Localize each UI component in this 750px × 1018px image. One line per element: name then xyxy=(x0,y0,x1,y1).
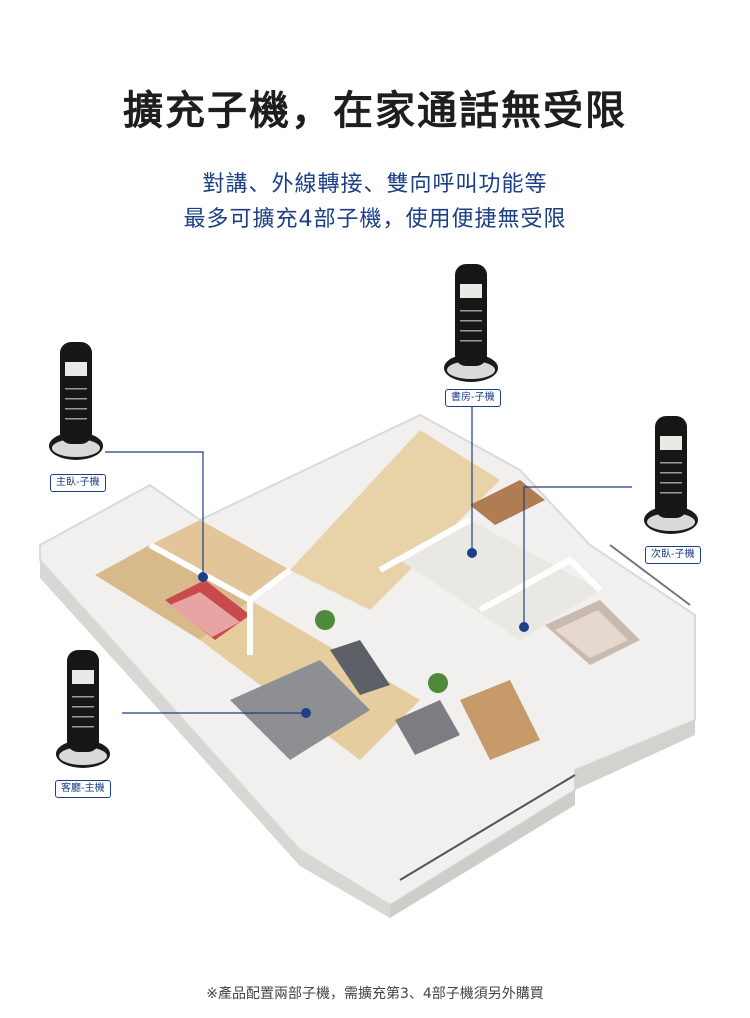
handset-icon-master-bedroom xyxy=(49,342,103,460)
master-bedroom-marker xyxy=(198,572,208,582)
label-second-bedroom: 次臥-子機 xyxy=(645,546,701,564)
label-master-bedroom: 主臥-子機 xyxy=(50,474,106,492)
subtitle-line-2: 最多可擴充4部子機，使用便捷無受限 xyxy=(183,207,567,232)
subtitle-line-1: 對講、外線轉接、雙向呼叫功能等 xyxy=(202,172,548,197)
handset-icon-second-bedroom xyxy=(644,416,698,534)
footnote: ※產品配置兩部子機，需擴充第3、4部子機須另外購買 xyxy=(206,986,544,1002)
second-bedroom-marker xyxy=(519,622,529,632)
label-study: 書房-子機 xyxy=(445,389,501,407)
base-phone-icon-living-room xyxy=(56,650,110,768)
page-title: 擴充子機，在家通話無受限 xyxy=(123,88,627,134)
label-living-room: 客廳-主機 xyxy=(55,780,111,798)
study-marker xyxy=(467,548,477,558)
handset-icon-study xyxy=(444,264,498,382)
living-room-marker xyxy=(301,708,311,718)
